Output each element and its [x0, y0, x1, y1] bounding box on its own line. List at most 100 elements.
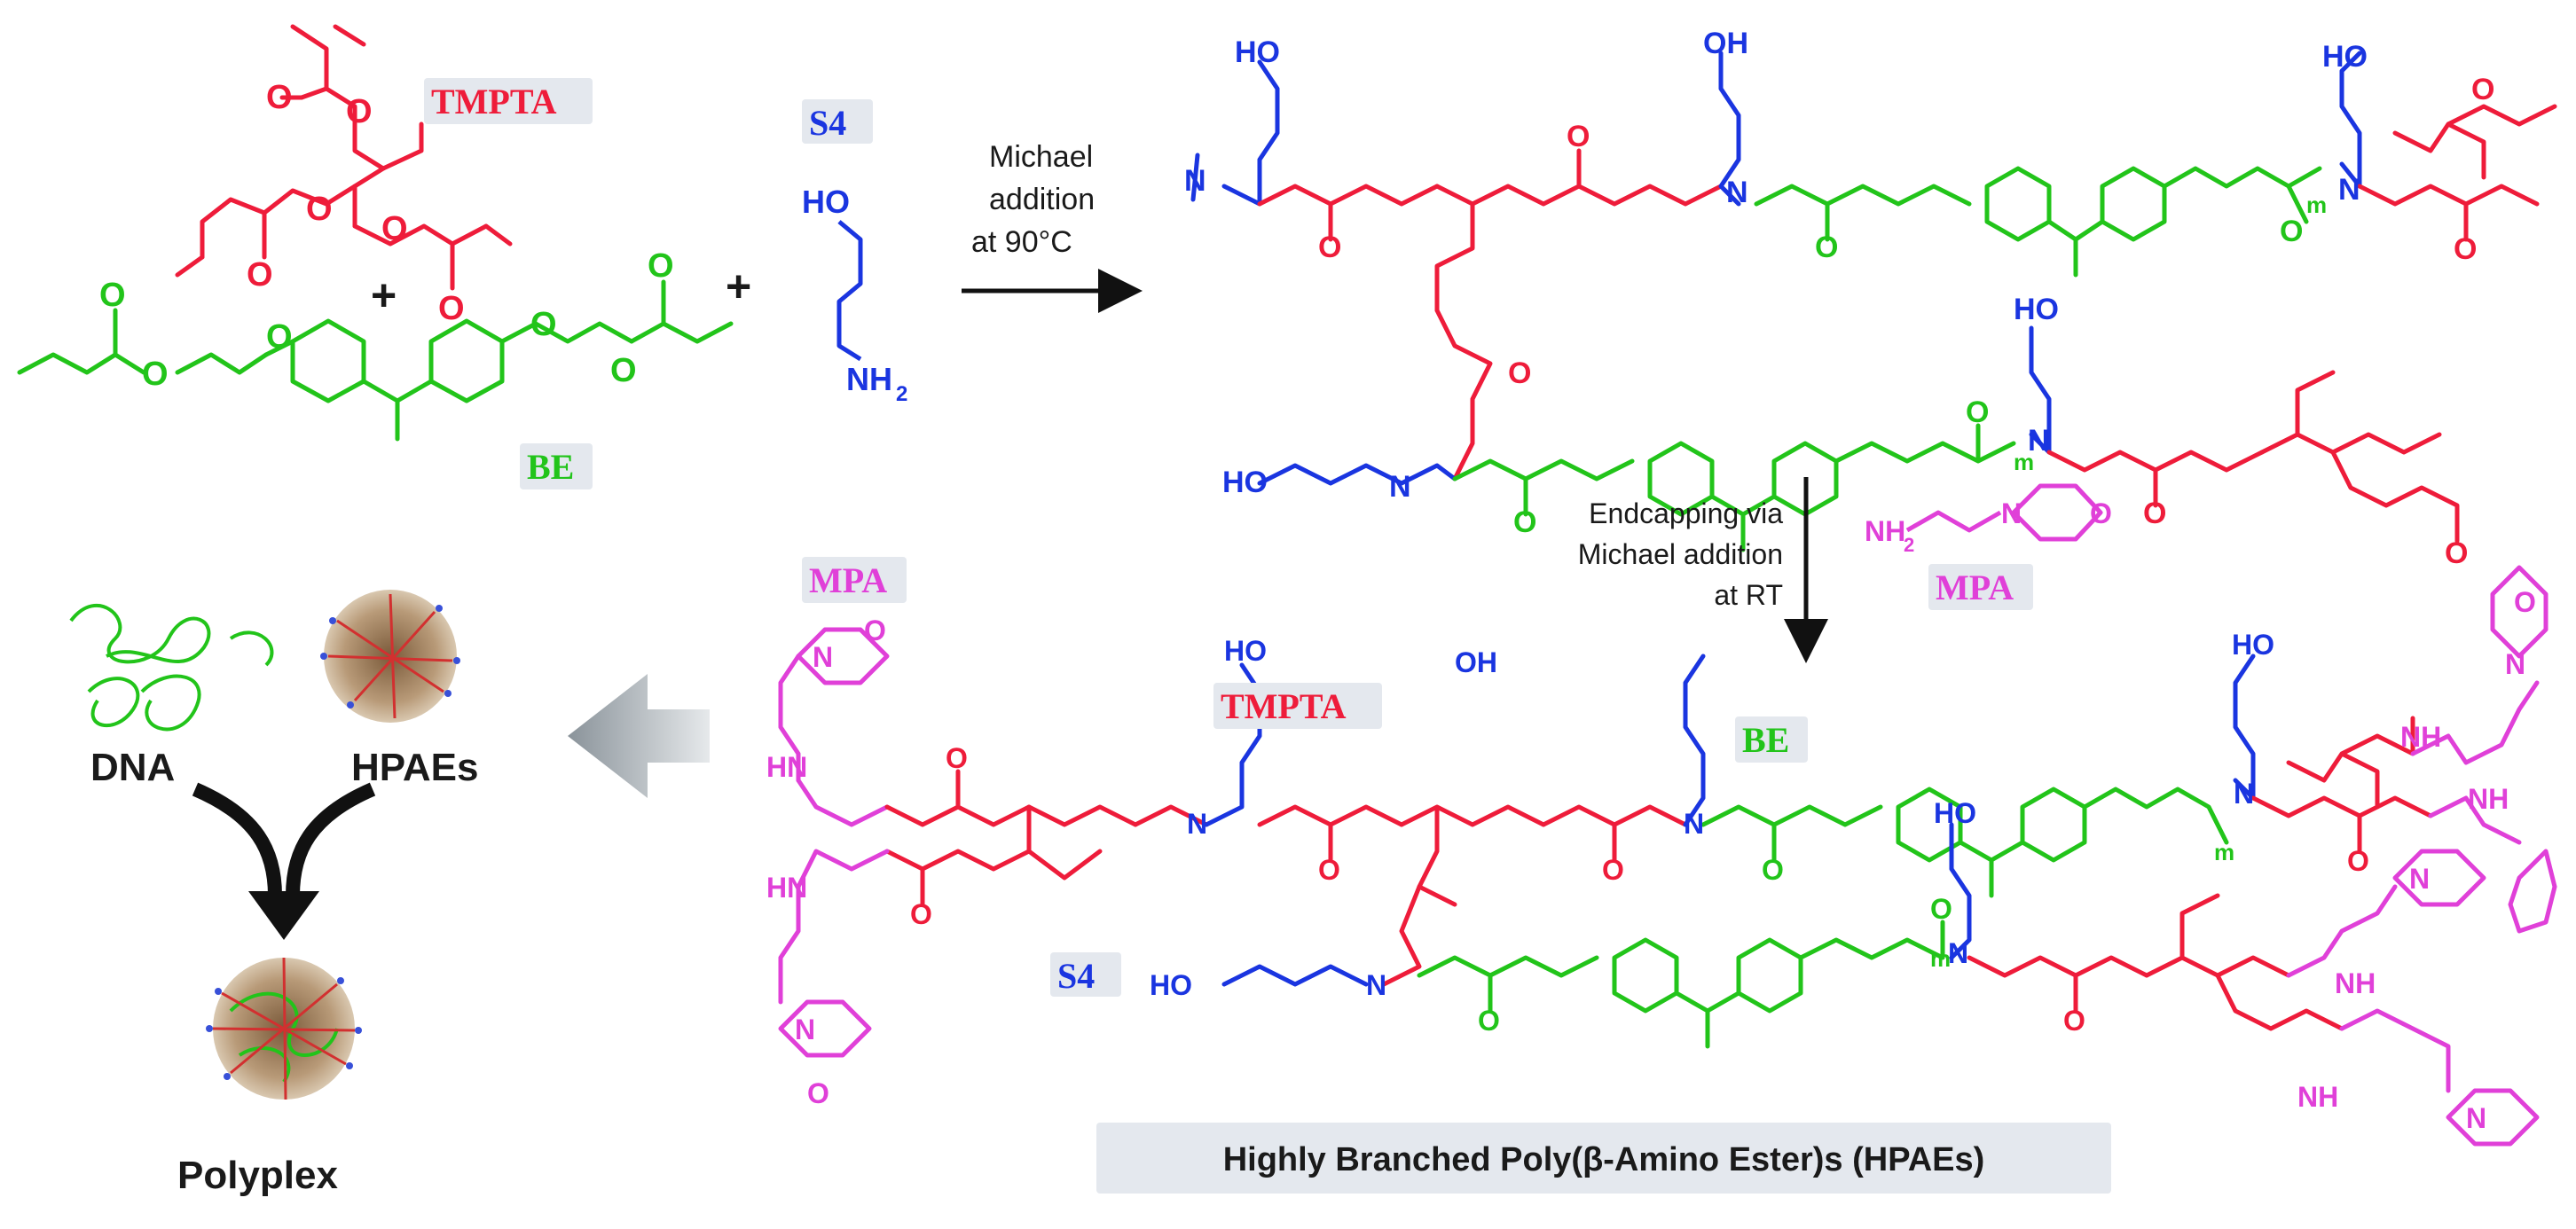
condition-line: Michael	[989, 140, 1093, 174]
atom-n: N	[1948, 937, 1968, 969]
atom-o: O	[1318, 854, 1340, 886]
polyplex-label: Polyplex	[177, 1154, 338, 1197]
atom-o: O	[2454, 232, 2477, 266]
atom-o: O	[2280, 215, 2303, 248]
plus-sign: +	[371, 270, 397, 320]
atom-nh: NH	[2335, 967, 2376, 999]
atom-o: O	[1602, 854, 1624, 886]
atom-nh: NH	[2297, 1081, 2338, 1113]
condition-line: at RT	[1714, 579, 1783, 611]
step1-conditions: Michael addition at 90°C	[971, 140, 1095, 259]
atom-o: O	[2347, 845, 2369, 877]
atom-ho: HO	[802, 184, 850, 220]
atom-n: N	[813, 641, 833, 673]
atom-nh: NH	[2468, 783, 2509, 815]
atom-n: N	[1726, 176, 1748, 209]
hpae-particle	[320, 590, 460, 723]
atom-o: O	[2514, 586, 2536, 618]
mpa-label-left: MPA	[802, 557, 907, 603]
atom-n: N	[1184, 164, 1206, 198]
be-label: BE	[520, 443, 593, 489]
atom-n: N	[1684, 808, 1704, 840]
atom-n: N	[2409, 863, 2430, 895]
tmpta-label-text: TMPTA	[1221, 686, 1347, 726]
atom-n: N	[1366, 969, 1386, 1001]
atom-o: O	[530, 306, 557, 343]
atom-o: O	[2471, 73, 2494, 106]
be-label-text: BE	[1742, 720, 1789, 760]
s4-label-text: S4	[1057, 956, 1095, 996]
mpa-label-text: MPA	[1936, 568, 2014, 607]
atom-o: O	[807, 1077, 829, 1109]
atom-o: O	[1567, 120, 1590, 153]
s4-atoms: HO NH 2	[802, 184, 907, 406]
atom-oh: OH	[1703, 27, 1748, 60]
atom-oh: OH	[1455, 646, 1497, 678]
atom-o: O	[1513, 505, 1536, 539]
atom-o: O	[2445, 536, 2468, 570]
atom-o: O	[346, 93, 373, 130]
condition-line: Michael addition	[1578, 538, 1783, 570]
s4-label: S4	[802, 99, 873, 144]
atom-hn: HN	[766, 872, 807, 904]
atom-m: m	[1930, 945, 1951, 972]
hpae-product	[778, 565, 2557, 1147]
condition-line: at 90°C	[971, 225, 1072, 259]
dna-strands	[69, 603, 274, 732]
atom-ho: HO	[2322, 40, 2368, 74]
atom-o: O	[946, 742, 968, 774]
atom-o: O	[142, 356, 169, 393]
atom-o: O	[99, 277, 126, 314]
atom-o: O	[306, 191, 333, 228]
atom-o: O	[438, 290, 465, 327]
atom-o: O	[864, 614, 886, 646]
atom-n: N	[2505, 648, 2525, 680]
atom-n: N	[1389, 470, 1411, 504]
mpa-atoms: NH 2 N O	[1865, 497, 2112, 556]
product-be-label: BE	[1735, 716, 1808, 763]
atom-o: O	[1762, 854, 1784, 886]
to-polyplex-arrow	[568, 674, 710, 798]
atom-n: N	[2466, 1102, 2486, 1134]
atom-ho: HO	[1150, 969, 1192, 1001]
atom-o: O	[2143, 497, 2166, 530]
atom-m: m	[2306, 192, 2327, 218]
intermediate-atoms: HO N OH N HO N HO N HO N O O O O O O O O…	[1184, 27, 2494, 570]
s4-label-text: S4	[809, 103, 846, 143]
atom-ho: HO	[2232, 629, 2274, 661]
atom-o: O	[2090, 497, 2112, 529]
atom-o: O	[1508, 356, 1531, 390]
atom-n: N	[2234, 778, 2254, 810]
plus-sign: +	[726, 262, 751, 311]
atom-n: N	[1187, 808, 1207, 840]
tmpta-atoms: O O O O O O	[247, 79, 465, 327]
atom-o: O	[1478, 1005, 1500, 1037]
atom-o: O	[381, 210, 408, 247]
atom-ho: HO	[2014, 293, 2059, 326]
hpaes-label: HPAEs	[351, 746, 478, 789]
product-tmpta-label: TMPTA	[1213, 683, 1382, 729]
hpae-atoms: N O HN HN N O HO N OH N HO N HO N HO N O…	[766, 586, 2536, 1134]
mpa-label-right: MPA	[1928, 564, 2033, 610]
atom-o: O	[910, 898, 932, 930]
hpae-caption: Highly Branched Poly(β-Amino Ester)s (HP…	[1096, 1123, 2111, 1194]
atom-nh: NH	[2400, 721, 2441, 753]
condition-line: Endcapping via	[1589, 497, 1783, 529]
tmpta-label: TMPTA	[424, 78, 593, 124]
intermediate-polymer	[1190, 51, 2557, 552]
dna-label: DNA	[90, 746, 175, 789]
atom-nh2: NH	[1865, 515, 1905, 547]
atom-o: O	[1966, 395, 1989, 429]
atom-n: N	[2001, 497, 2022, 529]
atom-o: O	[247, 256, 273, 294]
atom-n: N	[795, 1014, 815, 1045]
atom-hn: HN	[766, 751, 807, 783]
polyplex-formation-arrow	[192, 782, 376, 940]
polyplex-particle	[206, 957, 362, 1100]
atom-o: O	[266, 318, 293, 356]
be-label-text: BE	[527, 447, 574, 487]
atom-o: O	[266, 79, 293, 116]
atom-ho: HO	[1222, 466, 1268, 499]
atom-ho: HO	[1934, 797, 1976, 829]
